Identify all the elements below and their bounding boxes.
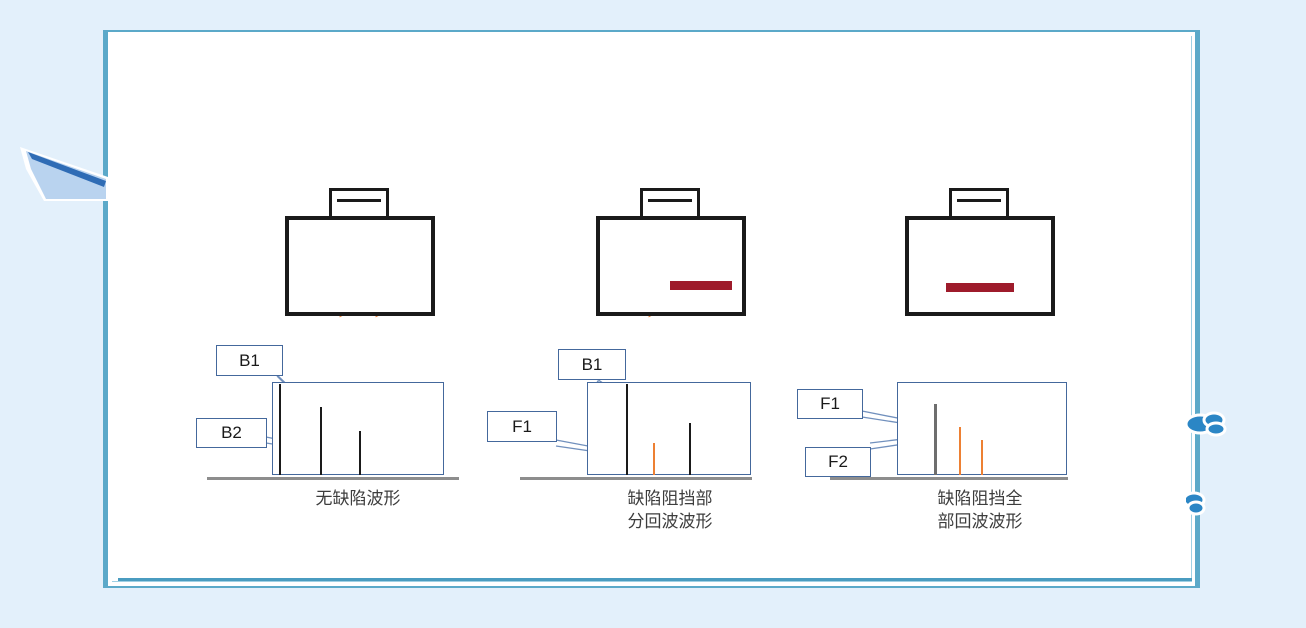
waveform-chart-2 — [587, 382, 751, 475]
callout-f1: F1 — [487, 411, 557, 442]
probe-housing — [640, 188, 700, 218]
waveform-spike-b2 — [359, 431, 361, 475]
callout-b1: B1 — [558, 349, 626, 380]
waveform-spike-transmit — [626, 384, 628, 475]
waveform-spike-b1 — [689, 423, 691, 475]
callout-b2: B2 — [196, 418, 267, 448]
panel-caption-2: 缺陷阻挡部 分回波波形 — [627, 489, 713, 532]
callout-b1: B1 — [216, 345, 283, 376]
waveform-spike-transmit — [934, 404, 937, 475]
probe-crystal — [957, 199, 1001, 202]
waveform-spike-b1 — [320, 407, 322, 475]
probe-crystal — [337, 199, 381, 202]
waveform-baseline-1 — [207, 477, 459, 480]
probe-housing — [949, 188, 1009, 218]
waveform-spike-f1 — [653, 443, 655, 475]
waveform-spike-f1 — [959, 427, 961, 475]
waveform-spike-f2 — [981, 440, 983, 475]
waveform-baseline-3 — [830, 477, 1068, 480]
defect-indicator — [670, 281, 732, 290]
waveform-spike-transmit — [279, 384, 281, 475]
specimen-block — [285, 216, 435, 316]
panel-caption-1: 无缺陷波形 — [315, 489, 401, 509]
waveform-baseline-2 — [520, 477, 752, 480]
slide-bottom-rule — [118, 578, 1192, 581]
specimen-block — [905, 216, 1055, 316]
callout-f2: F2 — [805, 447, 871, 477]
cloud-icon — [1186, 491, 1206, 516]
specimen-block — [596, 216, 746, 316]
probe-crystal — [648, 199, 692, 202]
waveform-chart-1 — [272, 382, 444, 475]
probe-housing — [329, 188, 389, 218]
callout-f1: F1 — [797, 389, 863, 419]
paper-plane-icon — [20, 147, 108, 201]
cloud-icon — [1186, 411, 1227, 437]
defect-indicator — [946, 283, 1014, 292]
panel-caption-3: 缺陷阻挡全 部回波波形 — [937, 489, 1023, 532]
